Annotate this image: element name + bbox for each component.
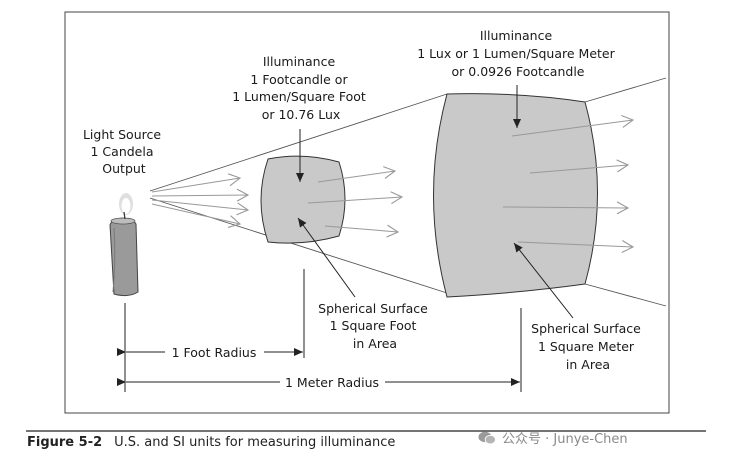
watermark: 公众号 · Junye-Chen: [478, 428, 628, 447]
surface-meter-label: Spherical Surface 1 Square Meter in Area: [531, 321, 645, 372]
light-rays: [151, 173, 250, 228]
figure-caption: Figure 5-2 U.S. and SI units for measurin…: [27, 435, 395, 450]
cone-lines: [149, 93, 448, 294]
wechat-icon: [478, 431, 496, 445]
illuminance-meter-label: Illuminance 1 Lux or 1 Lumen/Square Mete…: [417, 28, 619, 79]
foot-radius-label: 1 Foot Radius: [172, 345, 257, 360]
candle: [109, 217, 139, 297]
surface-foot-label: Spherical Surface 1 Square Foot in Area: [318, 301, 432, 351]
pointer-arrows: [296, 85, 574, 319]
figure-caption-text: U.S. and SI units for measuring illumina…: [114, 435, 396, 450]
small-surface-rays: [307, 166, 404, 238]
light-source-label: Light Source 1 Candela Output: [83, 127, 165, 176]
large-surface-rays: [502, 114, 635, 254]
large-spherical-surface: [433, 93, 598, 298]
radius-markers: [117, 269, 522, 392]
watermark-text: 公众号 · Junye-Chen: [502, 432, 628, 447]
figure-number: Figure 5-2: [27, 435, 103, 450]
small-spherical-surface: [260, 155, 346, 244]
candle-flame: [119, 193, 133, 220]
illuminance-foot-label: Illuminance 1 Footcandle or 1 Lumen/Squa…: [232, 54, 370, 122]
outer-cone-lines: [584, 77, 667, 307]
meter-radius-label: 1 Meter Radius: [285, 375, 379, 390]
